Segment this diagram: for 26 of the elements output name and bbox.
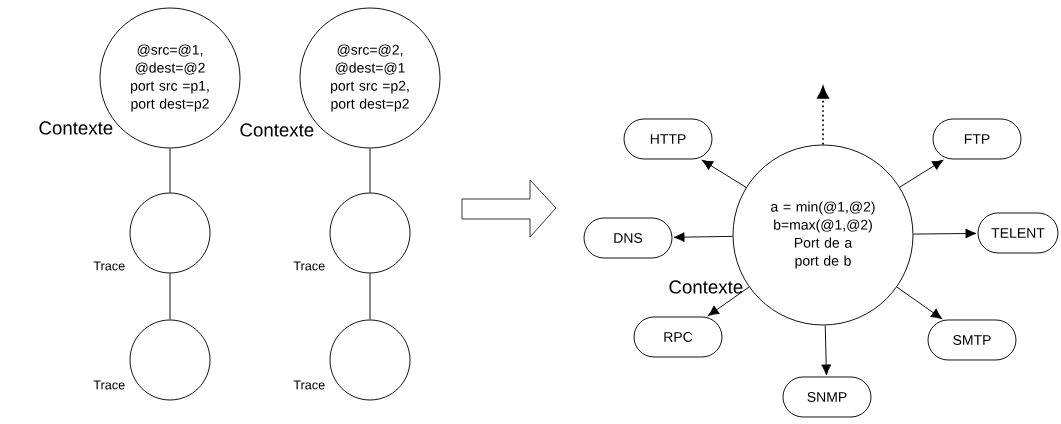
arrow — [707, 286, 750, 317]
arrow — [821, 324, 832, 376]
protocol-box: SNMP — [782, 376, 872, 418]
context-label: Contexte — [39, 121, 113, 135]
protocol-box: TELENT — [977, 212, 1059, 254]
connector-line — [169, 273, 171, 320]
arrow — [896, 286, 943, 320]
protocol-box: DNS — [583, 217, 673, 259]
arrow — [899, 159, 944, 188]
trace-label: Trace — [93, 380, 125, 390]
connector-line — [169, 148, 171, 193]
trace-label: Trace — [293, 380, 325, 390]
arrow — [817, 86, 829, 146]
connector-line — [369, 148, 371, 193]
protocol-box: HTTP — [623, 118, 713, 160]
arrow — [701, 159, 747, 188]
protocol-box: SMTP — [927, 319, 1017, 361]
context-label: Contexte — [240, 123, 314, 137]
arrow — [913, 228, 977, 239]
trace-label: Trace — [93, 261, 125, 271]
trace-label: Trace — [293, 261, 325, 271]
context-label: Contexte — [669, 280, 743, 294]
protocol-box: FTP — [932, 118, 1022, 160]
protocol-box: RPC — [633, 316, 723, 358]
connector-line — [369, 273, 371, 320]
arrow — [673, 232, 733, 243]
